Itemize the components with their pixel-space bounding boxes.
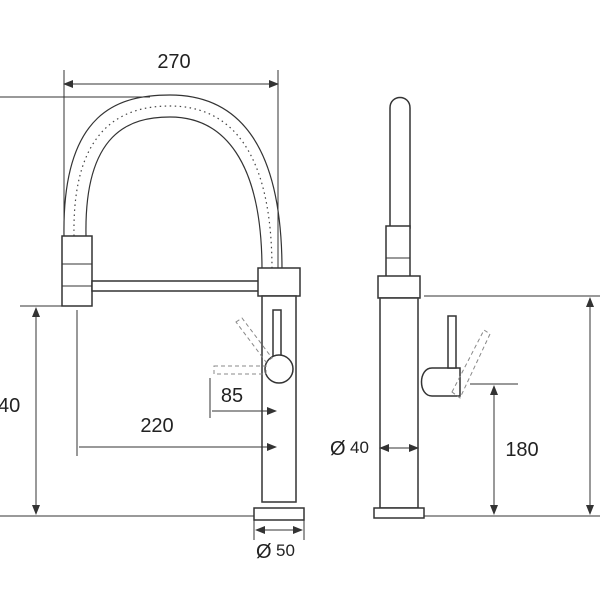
dim-height-left-label: 40 [0, 395, 20, 417]
dim-diameter-base-label: 50 [276, 541, 295, 560]
handle-lever [272, 309, 282, 361]
handle-alt-position-1 [235, 317, 273, 363]
dim-height-side: 180 [470, 383, 539, 515]
base-plate-side [373, 507, 425, 519]
dim-overall-side [424, 295, 600, 515]
spray-head [61, 235, 93, 307]
handle-lever-side [447, 315, 457, 369]
dim-diameter-base: Ø 50 [253, 520, 305, 563]
diameter-symbol-body: Ø [330, 438, 346, 460]
side-view: Ø 40 180 [330, 96, 600, 519]
spout-neck [389, 96, 411, 229]
dim-diameter-body: Ø 40 [330, 438, 419, 460]
handle-knob [264, 354, 294, 384]
dim-offset-handle: 85 [209, 378, 277, 418]
dim-height-side-label: 180 [505, 439, 538, 461]
body-collar-side [377, 275, 421, 299]
dim-width-top: 270 [63, 51, 279, 268]
spout-hose-detail [73, 105, 273, 271]
dim-diameter-body-label: 40 [350, 438, 369, 457]
dim-spout-reach: 220 [76, 310, 277, 456]
dim-offset-handle-label: 85 [221, 385, 243, 407]
spout-hose-inner [85, 116, 263, 271]
dim-width-top-label: 270 [157, 51, 190, 73]
handle-alt-position-2 [213, 365, 267, 375]
base-plate [253, 507, 305, 521]
handle-knob-side [420, 367, 461, 397]
dim-height-left: 40 [0, 305, 62, 515]
diameter-symbol-base: Ø [256, 541, 272, 563]
body-collar [257, 267, 301, 297]
spout-hose-outer [63, 94, 283, 271]
handle-alt-position-side [451, 329, 491, 399]
support-arm [91, 280, 261, 292]
front-view: 270 40 85 220 Ø 50 [0, 51, 305, 563]
faucet-body-side [379, 297, 419, 509]
dim-spout-reach-label: 220 [140, 415, 173, 437]
